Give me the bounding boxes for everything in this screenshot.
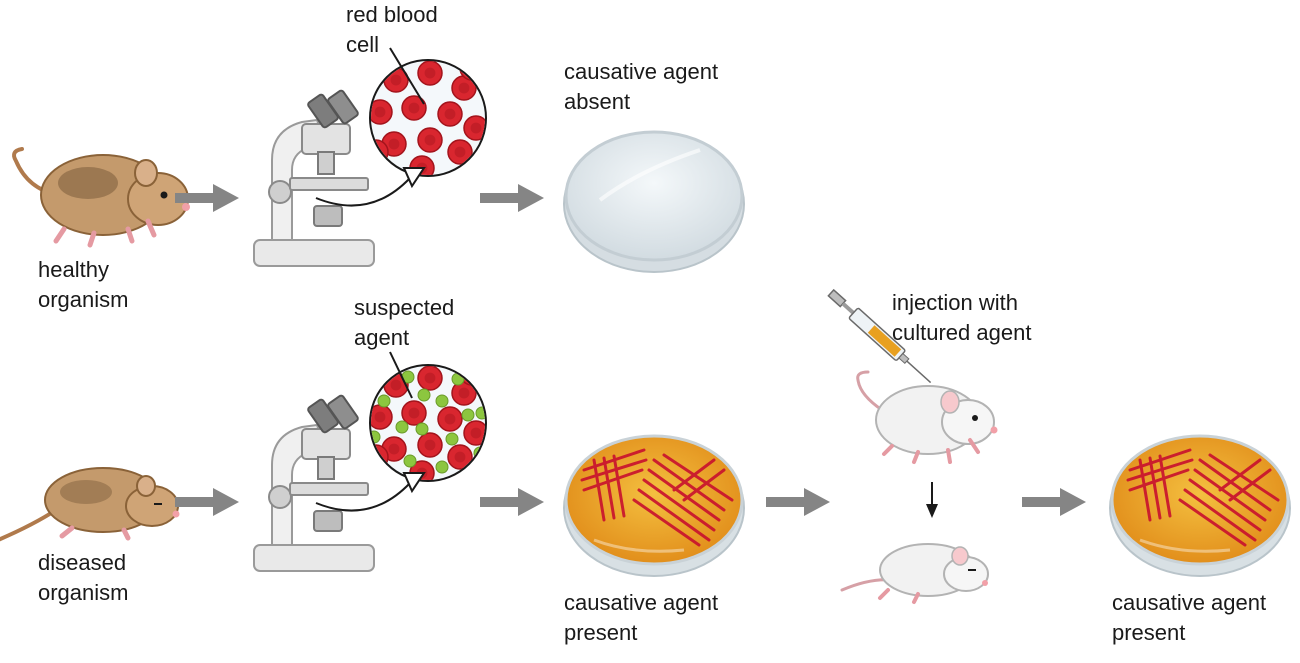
blood-cell-center bbox=[408, 102, 420, 114]
blood-cell-center bbox=[466, 62, 478, 74]
empty-petri-dish-icon bbox=[563, 130, 745, 273]
blood-cell-center bbox=[470, 122, 482, 134]
dead-mouse-icon bbox=[840, 543, 989, 604]
blood-cell-center bbox=[458, 387, 470, 399]
blood-cell-center bbox=[424, 134, 436, 146]
blood-cell-center bbox=[454, 146, 466, 158]
blood-cell-center bbox=[454, 451, 466, 463]
blood-cell-center bbox=[470, 427, 482, 439]
blood-cell-center bbox=[390, 379, 402, 391]
agent-particle bbox=[445, 432, 459, 446]
agent-particle bbox=[395, 420, 409, 434]
agent-particle bbox=[435, 460, 449, 474]
blood-cell-center bbox=[371, 146, 382, 158]
blood-cell-center bbox=[390, 74, 402, 86]
arrow-icon bbox=[480, 488, 544, 516]
agent-particle bbox=[435, 394, 449, 408]
blood-cell-center bbox=[371, 451, 382, 463]
blood-cell bbox=[459, 61, 485, 81]
agent-particle bbox=[371, 430, 381, 444]
microscope-icon bbox=[253, 88, 375, 267]
blood-cell-center bbox=[444, 108, 456, 120]
agent-particle bbox=[417, 388, 431, 402]
healthy-mouse-icon bbox=[14, 149, 190, 245]
arrow-icon bbox=[766, 488, 830, 516]
label-leader-line bbox=[389, 47, 425, 105]
agent-particle bbox=[415, 422, 429, 436]
arrow-icon bbox=[480, 184, 544, 212]
injected-mouse-icon bbox=[856, 370, 998, 464]
blood-cell-center bbox=[424, 67, 436, 79]
magnified-view-icon bbox=[369, 59, 487, 177]
blood-cell-center bbox=[458, 82, 470, 94]
arrow-icon bbox=[1022, 488, 1086, 516]
label-leader-line bbox=[389, 351, 413, 399]
agent-particle bbox=[475, 406, 485, 420]
agent-particle bbox=[377, 394, 391, 408]
blood-cell-center bbox=[444, 413, 456, 425]
syringe-icon bbox=[827, 288, 932, 384]
arrow-icon bbox=[175, 488, 239, 516]
blood-cell-center bbox=[388, 443, 400, 455]
diseased-mouse-icon bbox=[0, 468, 180, 540]
agent-particle bbox=[461, 408, 475, 422]
blood-cell-center bbox=[374, 106, 386, 118]
microscope-icon bbox=[253, 393, 375, 572]
magnify-arrow bbox=[315, 177, 411, 207]
blood-cell-center bbox=[388, 138, 400, 150]
agent-particle bbox=[451, 372, 465, 386]
agent-particle bbox=[403, 454, 417, 468]
blood-cell-center bbox=[424, 372, 436, 384]
magnified-view-icon bbox=[369, 364, 487, 482]
blood-cell-center bbox=[466, 367, 478, 379]
down-arrow-icon bbox=[926, 482, 938, 518]
culture-petri-dish-icon bbox=[562, 434, 746, 578]
blood-cell-center bbox=[424, 439, 436, 451]
magnify-arrow bbox=[315, 482, 411, 512]
blood-cell-center bbox=[408, 407, 420, 419]
blood-cell-center bbox=[374, 411, 386, 423]
culture-petri-dish-icon bbox=[1108, 434, 1292, 578]
